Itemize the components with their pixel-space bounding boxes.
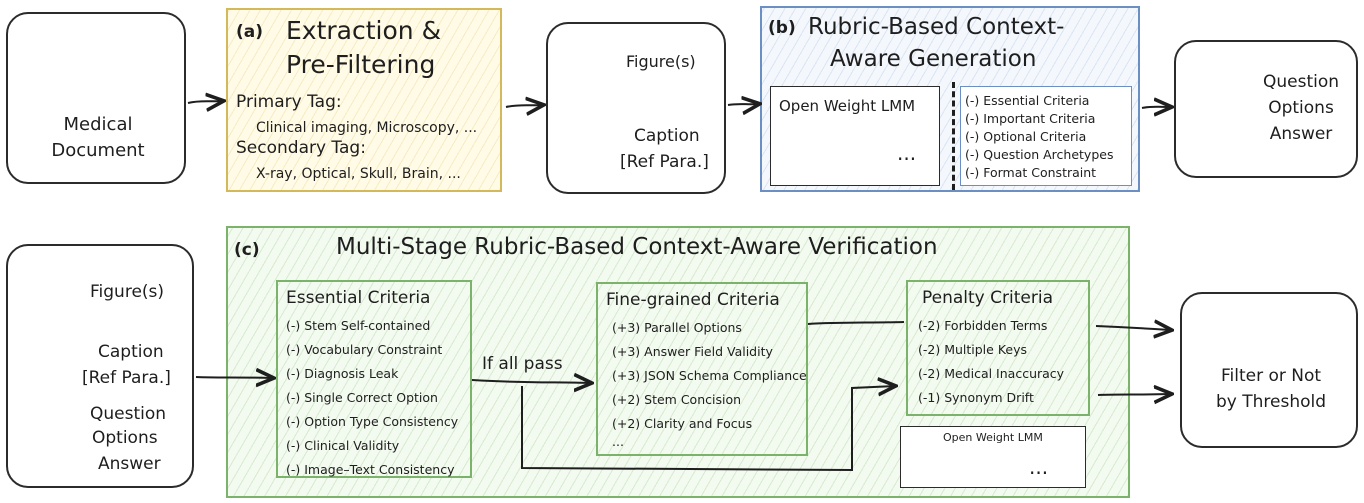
secondary-tag-label: Secondary Tag: xyxy=(236,138,366,158)
primary-tag-values: Clinical imaging, Microscopy, ... xyxy=(256,120,478,136)
qoa-question-top: Question xyxy=(1262,72,1340,92)
filter-threshold-box: Filter or Not by Threshold xyxy=(1180,292,1358,448)
lmm-ellipsis-bottom: ... xyxy=(1029,455,1049,479)
qoa-answer-top: Answer xyxy=(1269,124,1333,144)
essential-item: (-) Single Correct Option xyxy=(286,390,438,405)
panel-a-title-line2: Pre-Filtering xyxy=(286,50,436,79)
qoa-box-top: Question Options Answer xyxy=(1174,40,1358,178)
arrow-penalty-to-filter-1 xyxy=(1095,326,1170,330)
arrow-bypass-to-penalty xyxy=(521,386,894,472)
arrow-generation-to-qoa xyxy=(1141,107,1170,108)
panel-b-title-line2: Aware Generation xyxy=(830,46,1037,72)
open-weight-lmm-box-bottom: Open Weight LMM ... xyxy=(900,426,1086,488)
filter-line2: by Threshold xyxy=(1215,392,1327,412)
caption-label-top: Caption xyxy=(634,126,700,146)
fine-grained-item: (+3) Parallel Options xyxy=(612,320,742,335)
essential-item: (-) Diagnosis Leak xyxy=(286,366,399,381)
panel-b-generation: (b) Rubric-Based Context- Aware Generati… xyxy=(760,6,1140,192)
medical-document-box: Medical Document xyxy=(6,12,186,184)
essential-item: (-) Vocabulary Constraint xyxy=(286,342,443,357)
generation-criteria-box: (-) Essential Criteria (-) Important Cri… xyxy=(960,86,1132,186)
penalty-item: (-2) Forbidden Terms xyxy=(918,318,1048,333)
arrow-figures-to-generation xyxy=(727,104,758,105)
panel-b-title-line1: Rubric-Based Context- xyxy=(808,14,1065,40)
essential-item: (-) Clinical Validity xyxy=(286,438,400,453)
line-finegrained-to-penalty xyxy=(807,321,905,325)
panel-a-title-line1: Extraction & xyxy=(286,16,442,45)
arrow-doc-to-extraction xyxy=(187,101,222,103)
panel-c-title: Multi-Stage Rubric-Based Context-Aware V… xyxy=(336,234,938,260)
gen-criteria-item: (-) Optional Criteria xyxy=(965,129,1087,144)
qoa-answer-bottom: Answer xyxy=(98,454,161,474)
panel-a-extraction: (a) Extraction & Pre-Filtering Primary T… xyxy=(226,8,502,192)
fine-grained-item: (+3) Answer Field Validity xyxy=(612,344,773,359)
qoa-options-top: Options xyxy=(1268,98,1334,118)
fine-grained-criteria-box: Fine-grained Criteria (+3) Parallel Opti… xyxy=(596,282,808,456)
figure-caption-box-top: Figure(s) Caption [Ref Para.] xyxy=(546,22,726,194)
arrow-penalty-to-filter-2 xyxy=(1097,394,1170,395)
fine-grained-item: (+3) JSON Schema Compliance xyxy=(612,368,807,383)
panel-a-label: (a) xyxy=(236,22,264,42)
gen-criteria-item: (-) Format Constraint xyxy=(965,165,1097,180)
qoa-options-bottom: Options xyxy=(92,428,158,448)
penalty-item: (-2) Multiple Keys xyxy=(918,342,1027,357)
open-weight-lmm-label-top: Open Weight LMM xyxy=(779,97,916,115)
fine-grained-item: (+2) Clarity and Focus xyxy=(612,416,753,431)
qoa-question-bottom: Question xyxy=(90,404,167,424)
if-all-pass-label: If all pass xyxy=(482,354,563,374)
figures-label-top: Figure(s) xyxy=(626,52,696,71)
medical-document-line1: Medical xyxy=(63,114,133,135)
figure-caption-qoa-box-bottom: Figure(s) Caption [Ref Para.] Question O… xyxy=(6,244,194,488)
filter-line1: Filter or Not xyxy=(1220,366,1322,386)
essential-item: (-) Option Type Consistency xyxy=(286,414,459,429)
essential-item: (-) Image–Text Consistency xyxy=(286,462,455,477)
panel-b-label: (b) xyxy=(768,18,796,38)
essential-criteria-box: Essential Criteria (-) Stem Self-contain… xyxy=(276,280,472,478)
panel-c-verification: (c) Multi-Stage Rubric-Based Context-Awa… xyxy=(226,226,1130,498)
ref-para-label-bottom: [Ref Para.] xyxy=(82,368,171,388)
dashed-divider xyxy=(952,82,955,190)
lmm-ellipsis-top: ... xyxy=(897,141,917,165)
primary-tag-label: Primary Tag: xyxy=(236,92,342,112)
penalty-criteria-box: Penalty Criteria (-2) Forbidden Terms (-… xyxy=(906,280,1090,416)
penalty-item: (-1) Synonym Drift xyxy=(918,390,1034,405)
fine-grained-item: ... xyxy=(612,434,624,449)
essential-item: (-) Stem Self-contained xyxy=(286,318,431,333)
secondary-tag-values: X-ray, Optical, Skull, Brain, ... xyxy=(256,166,461,182)
caption-label-bottom: Caption xyxy=(98,342,164,362)
medical-document-line2: Document xyxy=(51,140,145,161)
fine-grained-criteria-title: Fine-grained Criteria xyxy=(606,290,780,310)
arrow-input-to-essential xyxy=(195,377,272,378)
gen-criteria-item: (-) Essential Criteria xyxy=(965,93,1090,108)
penalty-criteria-title: Penalty Criteria xyxy=(922,288,1053,308)
open-weight-lmm-box-top: Open Weight LMM ... xyxy=(770,86,940,186)
panel-c-label: (c) xyxy=(234,240,260,260)
arrow-essential-to-finegrained xyxy=(471,380,590,383)
gen-criteria-item: (-) Important Criteria xyxy=(965,111,1096,126)
gen-criteria-item: (-) Question Archetypes xyxy=(965,147,1114,162)
essential-criteria-title: Essential Criteria xyxy=(286,288,431,308)
ref-para-label-top: [Ref Para.] xyxy=(620,152,709,172)
penalty-item: (-2) Medical Inaccuracy xyxy=(918,366,1065,381)
arrow-extraction-to-figures xyxy=(505,105,542,107)
open-weight-lmm-label-bottom: Open Weight LMM xyxy=(943,431,1043,444)
figures-label-bottom: Figure(s) xyxy=(90,282,165,302)
fine-grained-item: (+2) Stem Concision xyxy=(612,392,742,407)
